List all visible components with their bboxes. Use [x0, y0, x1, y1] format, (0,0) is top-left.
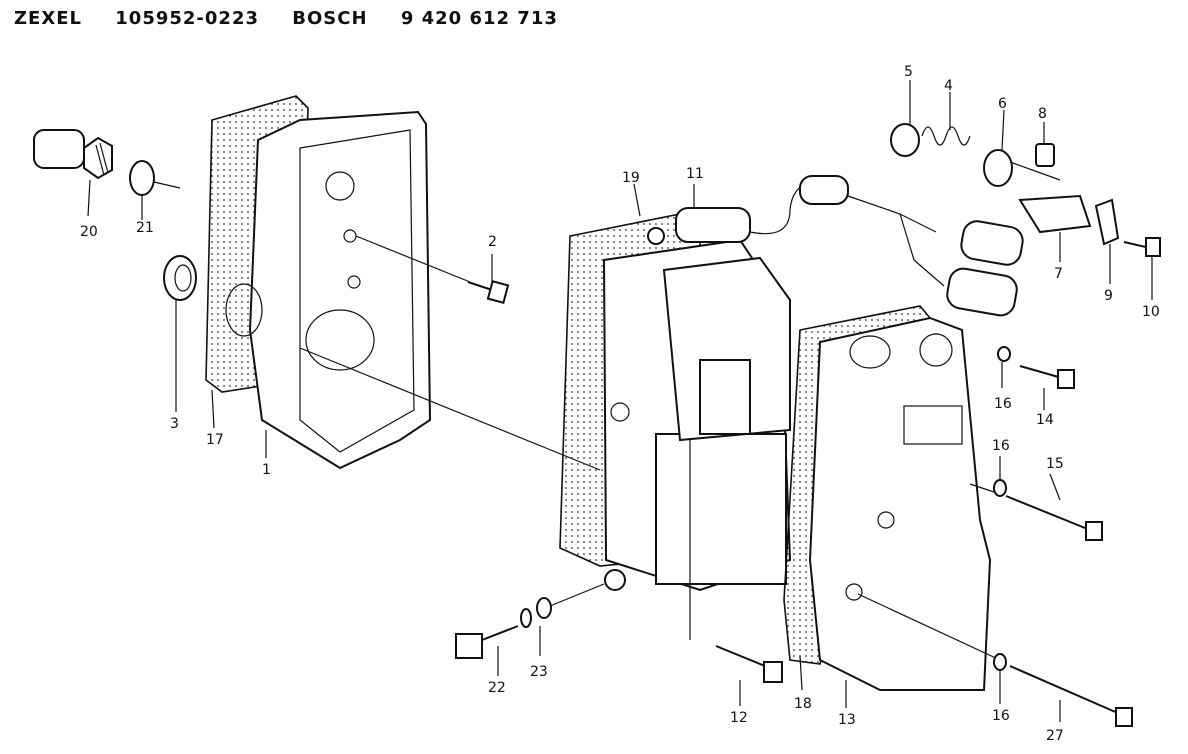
housing-part-1: [225, 110, 432, 470]
washer-part-16-lower: [993, 653, 1007, 671]
label-13: 13: [838, 712, 856, 728]
bolt-part-15: [1005, 495, 1103, 541]
connector-part-11: [675, 181, 813, 243]
part-number-bosch: 9 420 612 713: [400, 8, 558, 29]
label-15: 15: [1046, 456, 1064, 472]
leader-lines: [87, 80, 1153, 722]
label-2: 2: [488, 234, 497, 250]
washer-part-16-middle: [993, 479, 1007, 497]
bolt-part-22: [455, 625, 519, 659]
label-19: 19: [622, 170, 640, 186]
actuator-assembly: [602, 227, 792, 592]
label-21: 21: [136, 220, 154, 236]
label-7: 7: [1054, 266, 1063, 282]
brand-zexel: ZEXEL: [14, 8, 82, 29]
diagram-header: ZEXEL 105952-0223 BOSCH 9 420 612 713: [14, 8, 584, 29]
wire-harness: [799, 175, 1024, 317]
label-12: 12: [730, 710, 748, 726]
fitting-part-20: [33, 129, 113, 180]
cover-part-13: [808, 316, 992, 691]
part-number-zexel: 105952-0223: [115, 8, 259, 29]
label-20: 20: [80, 224, 98, 240]
washers-part-23: [520, 597, 552, 628]
label-5: 5: [904, 64, 913, 80]
label-22: 22: [488, 680, 506, 696]
label-8: 8: [1038, 106, 1047, 122]
label-9: 9: [1104, 288, 1113, 304]
label-17: 17: [206, 432, 224, 448]
bracket-part-7: [1018, 194, 1092, 234]
label-16-upper: 16: [994, 396, 1012, 412]
label-3: 3: [170, 416, 179, 432]
seal-part-3: [163, 255, 197, 301]
label-14: 14: [1036, 412, 1054, 428]
label-16-lower: 16: [992, 708, 1010, 724]
label-6: 6: [998, 96, 1007, 112]
label-23: 23: [530, 664, 548, 680]
bolt-part-12: [715, 645, 783, 683]
bolt-part-8: [1035, 143, 1055, 167]
bolt-part-27: [1009, 665, 1133, 727]
clip-part-9: [1094, 198, 1120, 246]
washer-part-21: [129, 160, 155, 196]
washer-part-16-upper: [997, 346, 1011, 362]
label-27: 27: [1046, 728, 1064, 744]
brand-bosch: BOSCH: [292, 8, 368, 29]
part-labels: 20 21 3 17 1 2 19 11 5 4 6 8 7 9 10 16 1…: [80, 64, 1160, 744]
label-10: 10: [1142, 304, 1160, 320]
label-16-middle: 16: [992, 438, 1010, 454]
label-18: 18: [794, 696, 812, 712]
bolt-part-14: [1019, 365, 1075, 389]
screw-part-10: [1123, 237, 1161, 257]
spring-assembly: [890, 123, 1061, 187]
label-4: 4: [944, 78, 953, 94]
label-1: 1: [262, 462, 271, 478]
label-11: 11: [686, 166, 704, 182]
screw-part-2: [467, 280, 510, 304]
